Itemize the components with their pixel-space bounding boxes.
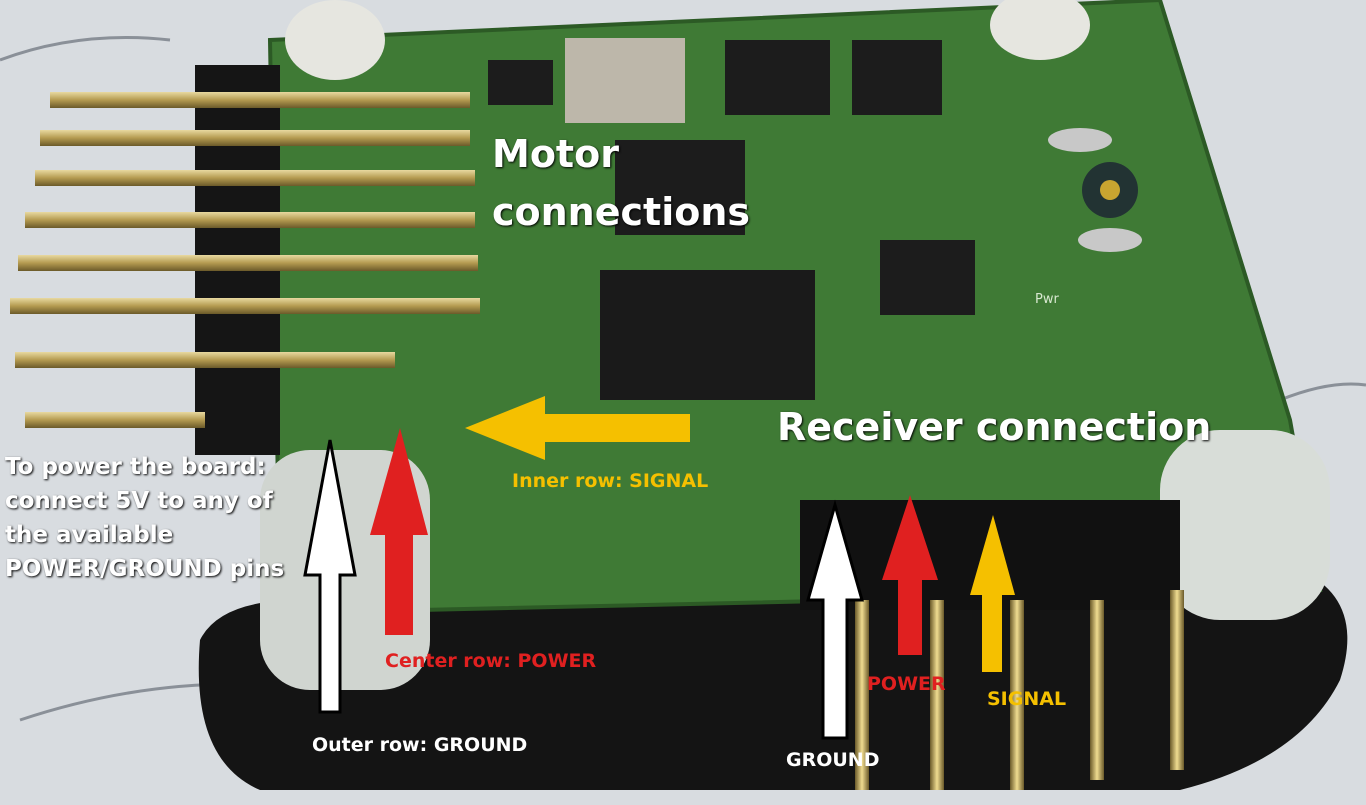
pwr-silkscreen: Pwr xyxy=(1035,292,1059,307)
standoff xyxy=(1160,430,1330,620)
signal-label: SIGNAL xyxy=(987,688,1067,710)
motor-header-pins xyxy=(10,65,480,455)
inner-row-label: Inner row: SIGNAL xyxy=(512,470,709,492)
signal-arrow-left xyxy=(465,396,690,460)
ground-arrow-left xyxy=(303,439,357,714)
ground-arrow-right xyxy=(806,499,864,740)
center-row-label: Center row: POWER xyxy=(385,650,597,672)
ground-label: GROUND xyxy=(786,749,880,771)
power-arrow-right xyxy=(882,495,938,655)
motor-label-line1: Motor xyxy=(492,132,619,176)
motor-label-line2: connections xyxy=(492,190,751,234)
motor-connections-label: Motor connections xyxy=(492,125,750,241)
signal-arrow-right xyxy=(970,515,1015,672)
outer-row-label: Outer row: GROUND xyxy=(312,734,528,756)
base-frame xyxy=(198,570,1348,790)
power-arrow-left xyxy=(370,428,428,635)
power-label: POWER xyxy=(867,673,946,695)
receiver-connection-label: Receiver connection xyxy=(777,405,1212,449)
power-instructions: To power the board: connect 5V to any of… xyxy=(5,454,285,582)
mcu-chip xyxy=(600,270,815,400)
